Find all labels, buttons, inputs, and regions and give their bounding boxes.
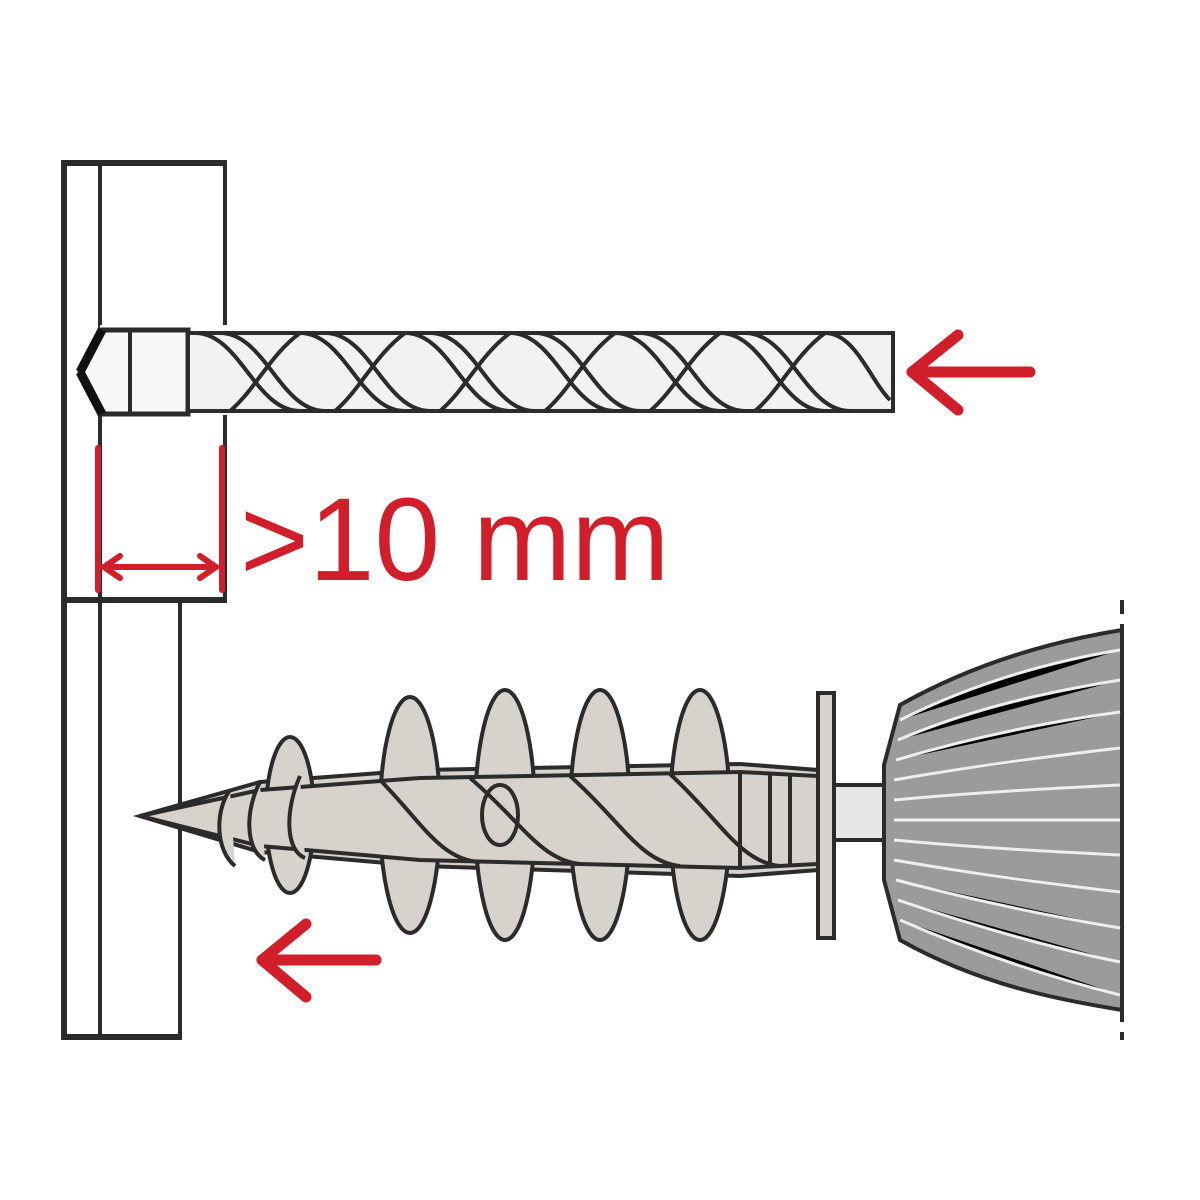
arrow-left-icon — [256, 918, 382, 1003]
thickness-dimension — [95, 445, 225, 593]
wall-layer-bottom — [62, 598, 102, 1039]
anchor-flange — [816, 691, 836, 940]
screwdriver — [830, 600, 1124, 1040]
drilling-step: >10 mm — [61, 160, 1036, 1040]
drill-bit — [76, 327, 895, 417]
dimension-label: >10 mm — [240, 474, 670, 606]
arrow-left-icon — [906, 329, 1036, 416]
anchor-insertion-step — [62, 598, 1124, 1040]
drywall-anchor — [132, 688, 820, 942]
